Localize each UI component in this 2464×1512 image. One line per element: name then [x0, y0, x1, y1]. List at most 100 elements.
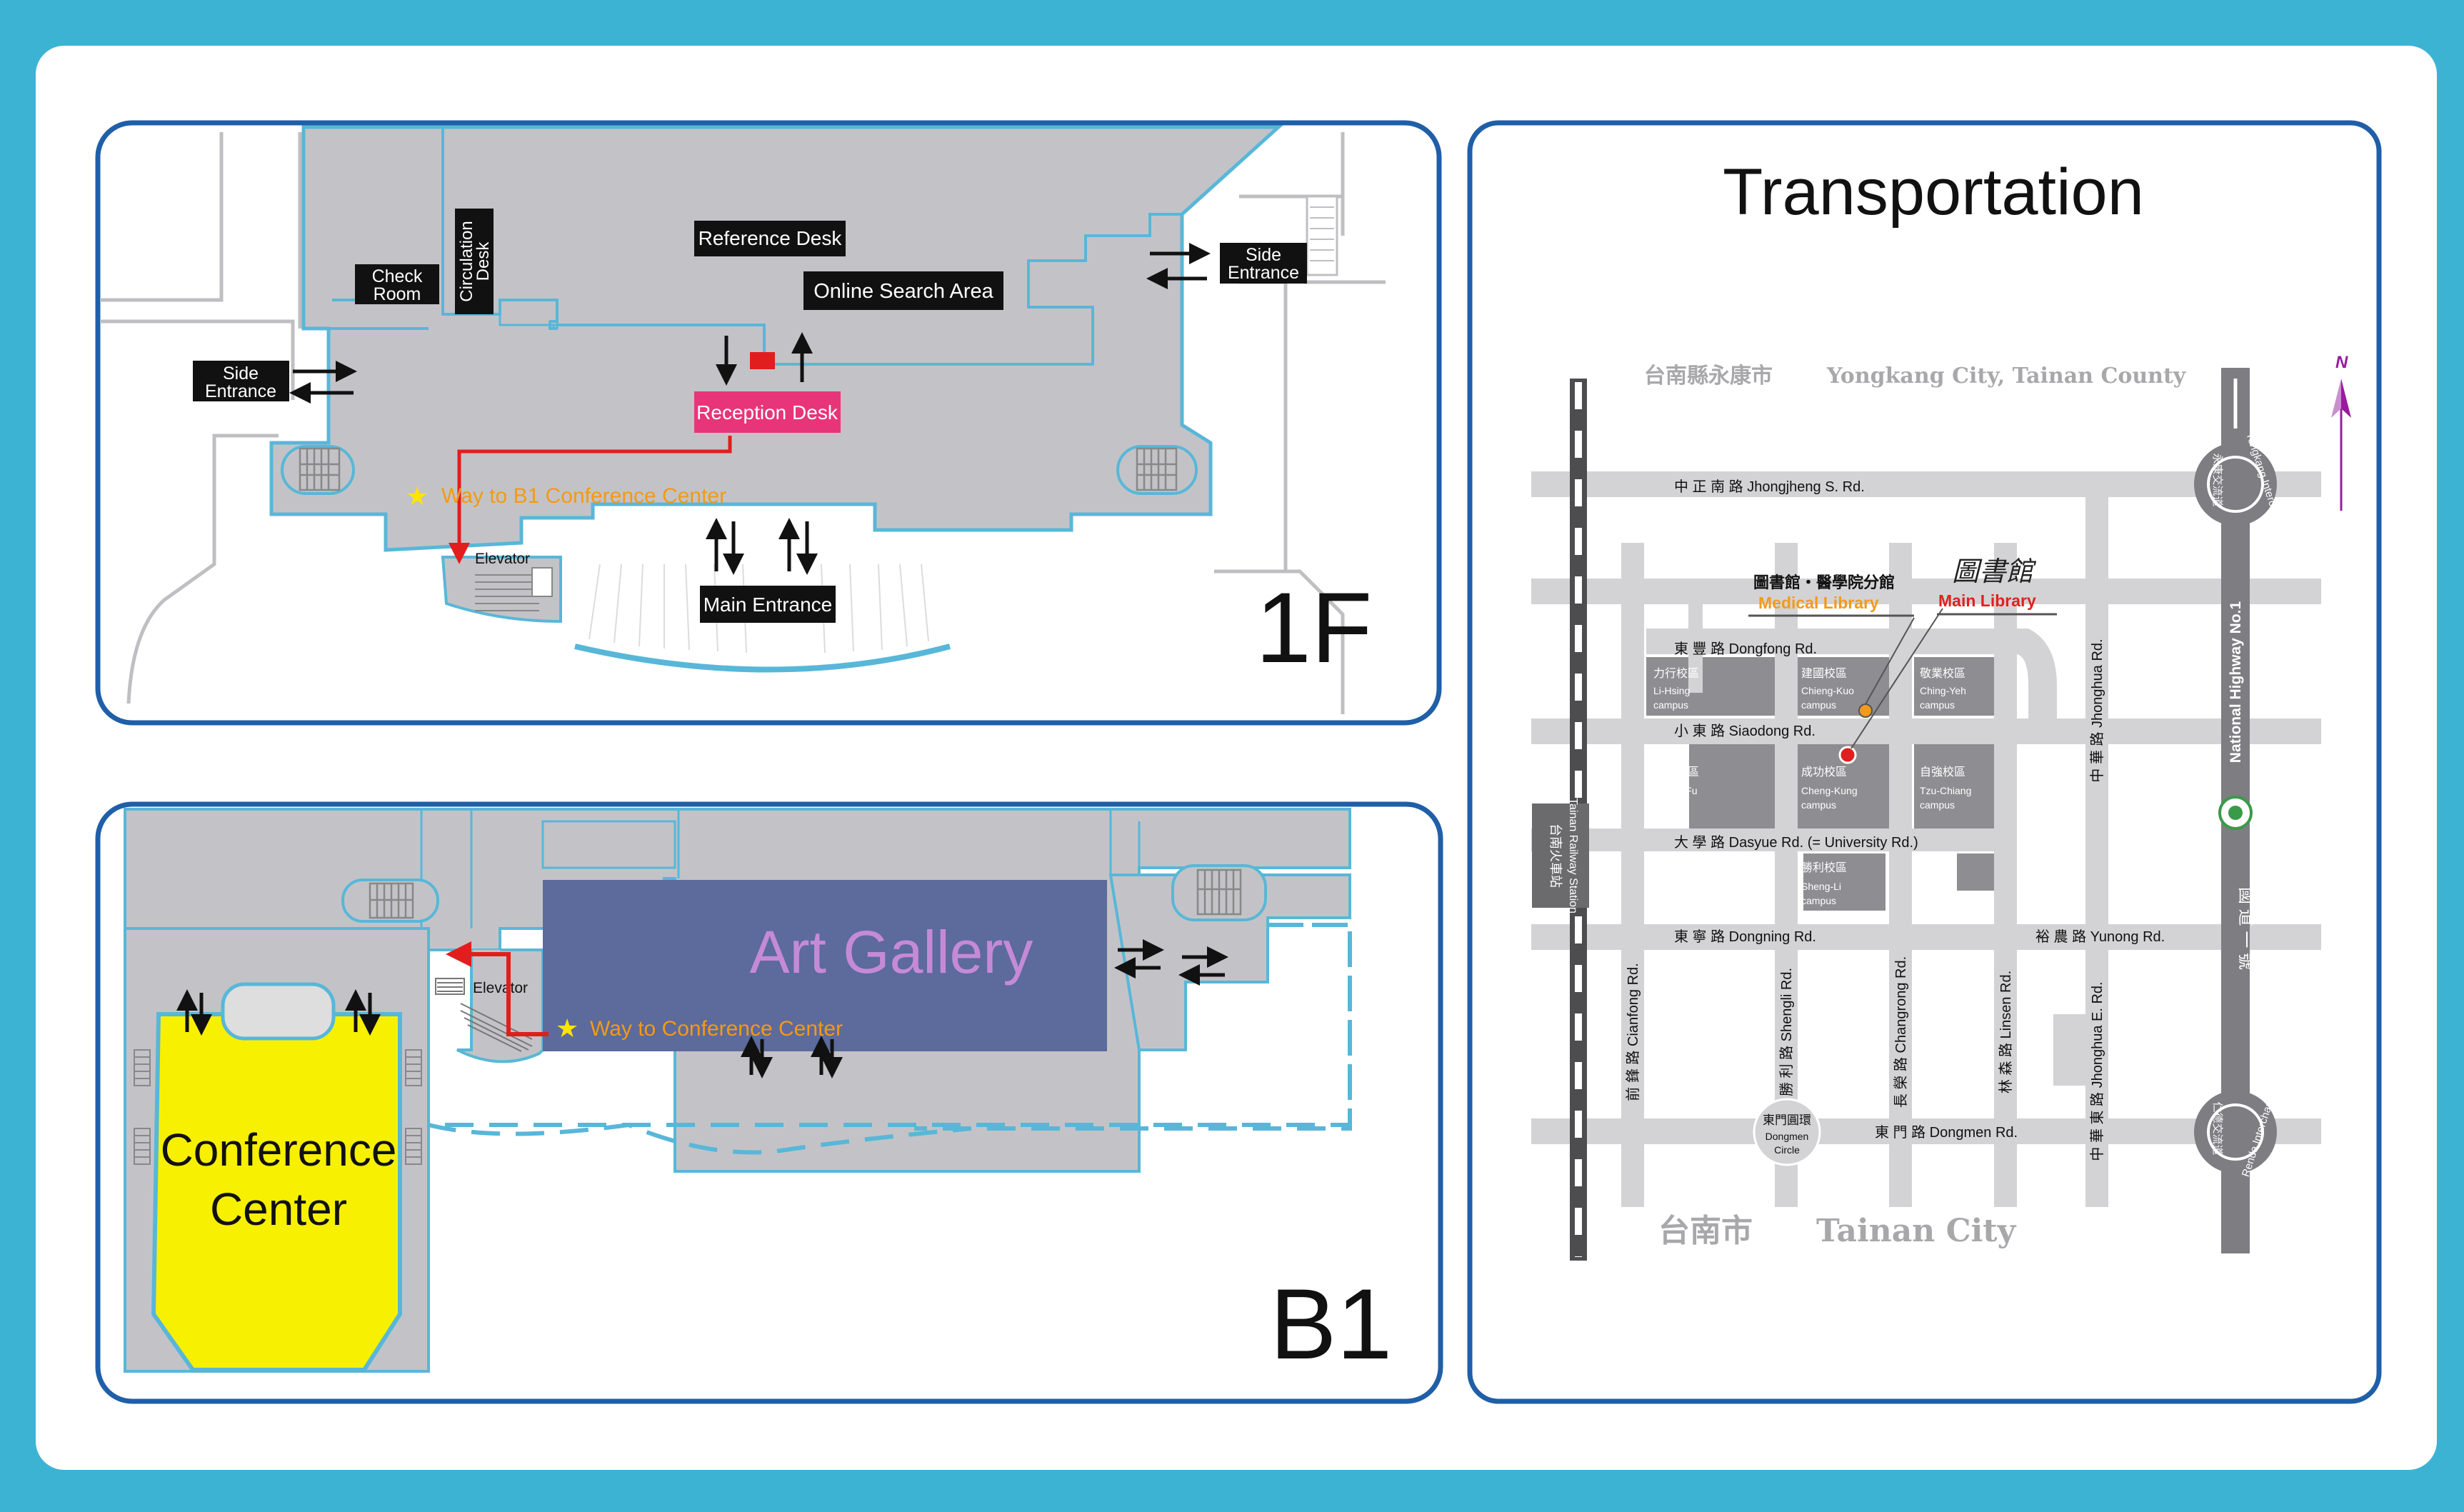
stairs-b1-icon	[435, 978, 533, 1052]
svg-text:Ching-Yeh: Ching-Yeh	[1920, 685, 1966, 696]
route-to-b1-1f	[449, 436, 732, 564]
floor1-panel: Reference Desk Online Search Area Check …	[95, 120, 1442, 726]
svg-text:Kuang-Fu: Kuang-Fu	[1653, 785, 1697, 796]
road-cianfong: 前 鋒 路 Cianfong Rd.	[1625, 963, 1641, 1101]
side-vents-icon	[134, 1049, 422, 1165]
svg-text:campus: campus	[1920, 699, 1955, 711]
svg-text:Desk: Desk	[474, 241, 493, 281]
dongmen-circle	[1753, 1098, 1821, 1166]
elevator-b1-label: Elevator	[473, 980, 528, 996]
star-icon: ★	[406, 481, 429, 511]
svg-text:建國校區: 建國校區	[1801, 667, 1847, 680]
svg-text:Online Search Area: Online Search Area	[813, 280, 993, 303]
svg-text:Circle: Circle	[1774, 1144, 1800, 1156]
road-linsen: 林 森 路 Linsen Rd.	[1998, 971, 2014, 1093]
svg-text:敬業校區: 敬業校區	[1920, 667, 1965, 680]
road-yunong: 裕 農 路 Yunong Rd.	[2035, 928, 2165, 945]
svg-text:台南火車站: 台南火車站	[1548, 823, 1563, 888]
way-to-conference-label: Way to Conference Center	[590, 1017, 843, 1041]
rende-zh: 仁德交流道	[2211, 1101, 2224, 1155]
campus-labels: 力行校區 Li-Hsing campus 建國校區 Chieng-Kuo cam…	[1653, 667, 1971, 906]
svg-text:Chieng-Kuo: Chieng-Kuo	[1801, 685, 1854, 696]
check-room-label: Check Room	[355, 264, 439, 304]
reference-desk-label: Reference Desk	[694, 221, 846, 256]
floor1-area	[269, 125, 1283, 552]
region-bottom-zh: 台南市	[1658, 1213, 1753, 1249]
conference-center-label-2: Center	[210, 1183, 347, 1235]
escalator-b1-left-icon	[369, 882, 414, 919]
conference-center-label-1: Conference	[161, 1124, 397, 1176]
road-shengli: 勝 利 路 Shengli Rd.	[1778, 968, 1795, 1096]
roads	[1531, 471, 2321, 1207]
svg-text:Reference Desk: Reference Desk	[698, 227, 843, 249]
svg-text:campus: campus	[1653, 799, 1688, 811]
road-dongfong: 東 豐 路 Dongfong Rd.	[1674, 641, 1817, 657]
svg-text:Tainan Railway Station: Tainan Railway Station	[1567, 798, 1579, 913]
yongkang-zh: 永康交流道	[2211, 453, 2224, 506]
region-top-zh: 台南縣永康市	[1644, 364, 1773, 389]
way-to-b1-label: Way to B1 Conference Center	[441, 484, 726, 508]
direction-arrows-b1	[176, 939, 1228, 1078]
svg-text:Dongmen: Dongmen	[1766, 1131, 1809, 1142]
svg-text:光復校區: 光復校區	[1653, 766, 1699, 778]
main-library-zh: 圖書館	[1952, 556, 2037, 587]
svg-text:campus: campus	[1801, 699, 1836, 711]
side-entrance-left-label: Side Entrance	[193, 361, 289, 401]
svg-text:東門圓環: 東門圓環	[1763, 1113, 1811, 1127]
conference-foyer	[221, 982, 336, 1041]
svg-text:campus: campus	[1653, 699, 1688, 711]
art-gallery-area	[543, 880, 1107, 1051]
main-library-en: Main Library	[1938, 591, 2036, 610]
svg-text:Entrance: Entrance	[205, 381, 276, 401]
svg-text:Side: Side	[223, 364, 259, 384]
route-to-conference-b1	[446, 941, 549, 1036]
highway-en-label: National Highway No.1	[2228, 601, 2244, 763]
road-dasyue: 大 學 路 Dasyue Rd. (= University Rd.)	[1674, 834, 1918, 851]
road-siaodong: 小 東 路 Siaodong Rd.	[1674, 723, 1816, 739]
medical-library-marker	[1858, 704, 1873, 718]
svg-text:Side: Side	[1246, 245, 1281, 265]
svg-text:Sheng-Li: Sheng-Li	[1801, 881, 1841, 892]
svg-text:campus: campus	[1801, 799, 1836, 811]
transportation-title: Transportation	[1723, 156, 2144, 229]
svg-text:力行校區: 力行校區	[1653, 667, 1699, 680]
region-bottom-en: Tainan City	[1816, 1213, 2017, 1249]
medical-library-en: Medical Library	[1758, 594, 1879, 612]
road-labels: 中 正 南 路 Jhongjheng S. Rd. 東 豐 路 Dongfong…	[1625, 479, 2165, 1161]
reception-marker	[750, 352, 775, 369]
highway-zh-label: 國 道 一 號	[2236, 887, 2255, 970]
medical-library-zh: 圖書館・醫學院分館	[1753, 574, 1895, 591]
svg-text:Cheng-Kung: Cheng-Kung	[1801, 785, 1858, 796]
road-changrong: 長 榮 路 Changrong Rd.	[1893, 956, 1909, 1108]
art-gallery-label: Art Gallery	[750, 918, 1033, 986]
svg-text:勝利校區: 勝利校區	[1801, 861, 1847, 874]
main-entrance-label: Main Entrance	[700, 586, 836, 623]
transportation-panel: Transportation	[1467, 120, 2382, 1404]
railway-station	[1532, 803, 1589, 908]
elevator-1f-label: Elevator	[475, 551, 530, 567]
svg-text:campus: campus	[1801, 895, 1836, 906]
svg-text:Check: Check	[372, 266, 423, 286]
svg-text:Tzu-Chiang: Tzu-Chiang	[1920, 785, 1971, 796]
svg-text:Li-Hsing: Li-Hsing	[1653, 685, 1690, 696]
b1-title: B1	[1270, 1268, 1392, 1380]
conference-center-area	[151, 1012, 402, 1372]
direction-arrows-1f	[289, 243, 1211, 575]
escalator-left-icon	[299, 447, 341, 491]
svg-text:Reception Desk: Reception Desk	[696, 401, 838, 424]
road-dongning: 東 寧 路 Dongning Rd.	[1674, 928, 1816, 945]
side-entrance-right-label: Side Entrance	[1220, 243, 1307, 284]
svg-text:Entrance: Entrance	[1228, 263, 1299, 283]
road-jhonghua: 中 華 路 Jhonghua Rd.	[2089, 639, 2105, 782]
campus-blocks	[1646, 657, 1994, 911]
stairs-1f-icon	[475, 574, 539, 611]
svg-text:自強校區: 自強校區	[1920, 766, 1965, 778]
svg-text:Circulation: Circulation	[457, 221, 476, 301]
svg-text:campus: campus	[1920, 799, 1955, 811]
b1-panel: Art Gallery Elevator Conference Center	[95, 801, 1443, 1404]
star-b1-icon: ★	[556, 1013, 579, 1043]
road-dongmen: 東 門 路 Dongmen Rd.	[1875, 1124, 2018, 1141]
road-jhongjheng: 中 正 南 路 Jhongjheng S. Rd.	[1674, 479, 1865, 495]
region-top-en: Yongkang City, Tainan County	[1826, 364, 2187, 389]
